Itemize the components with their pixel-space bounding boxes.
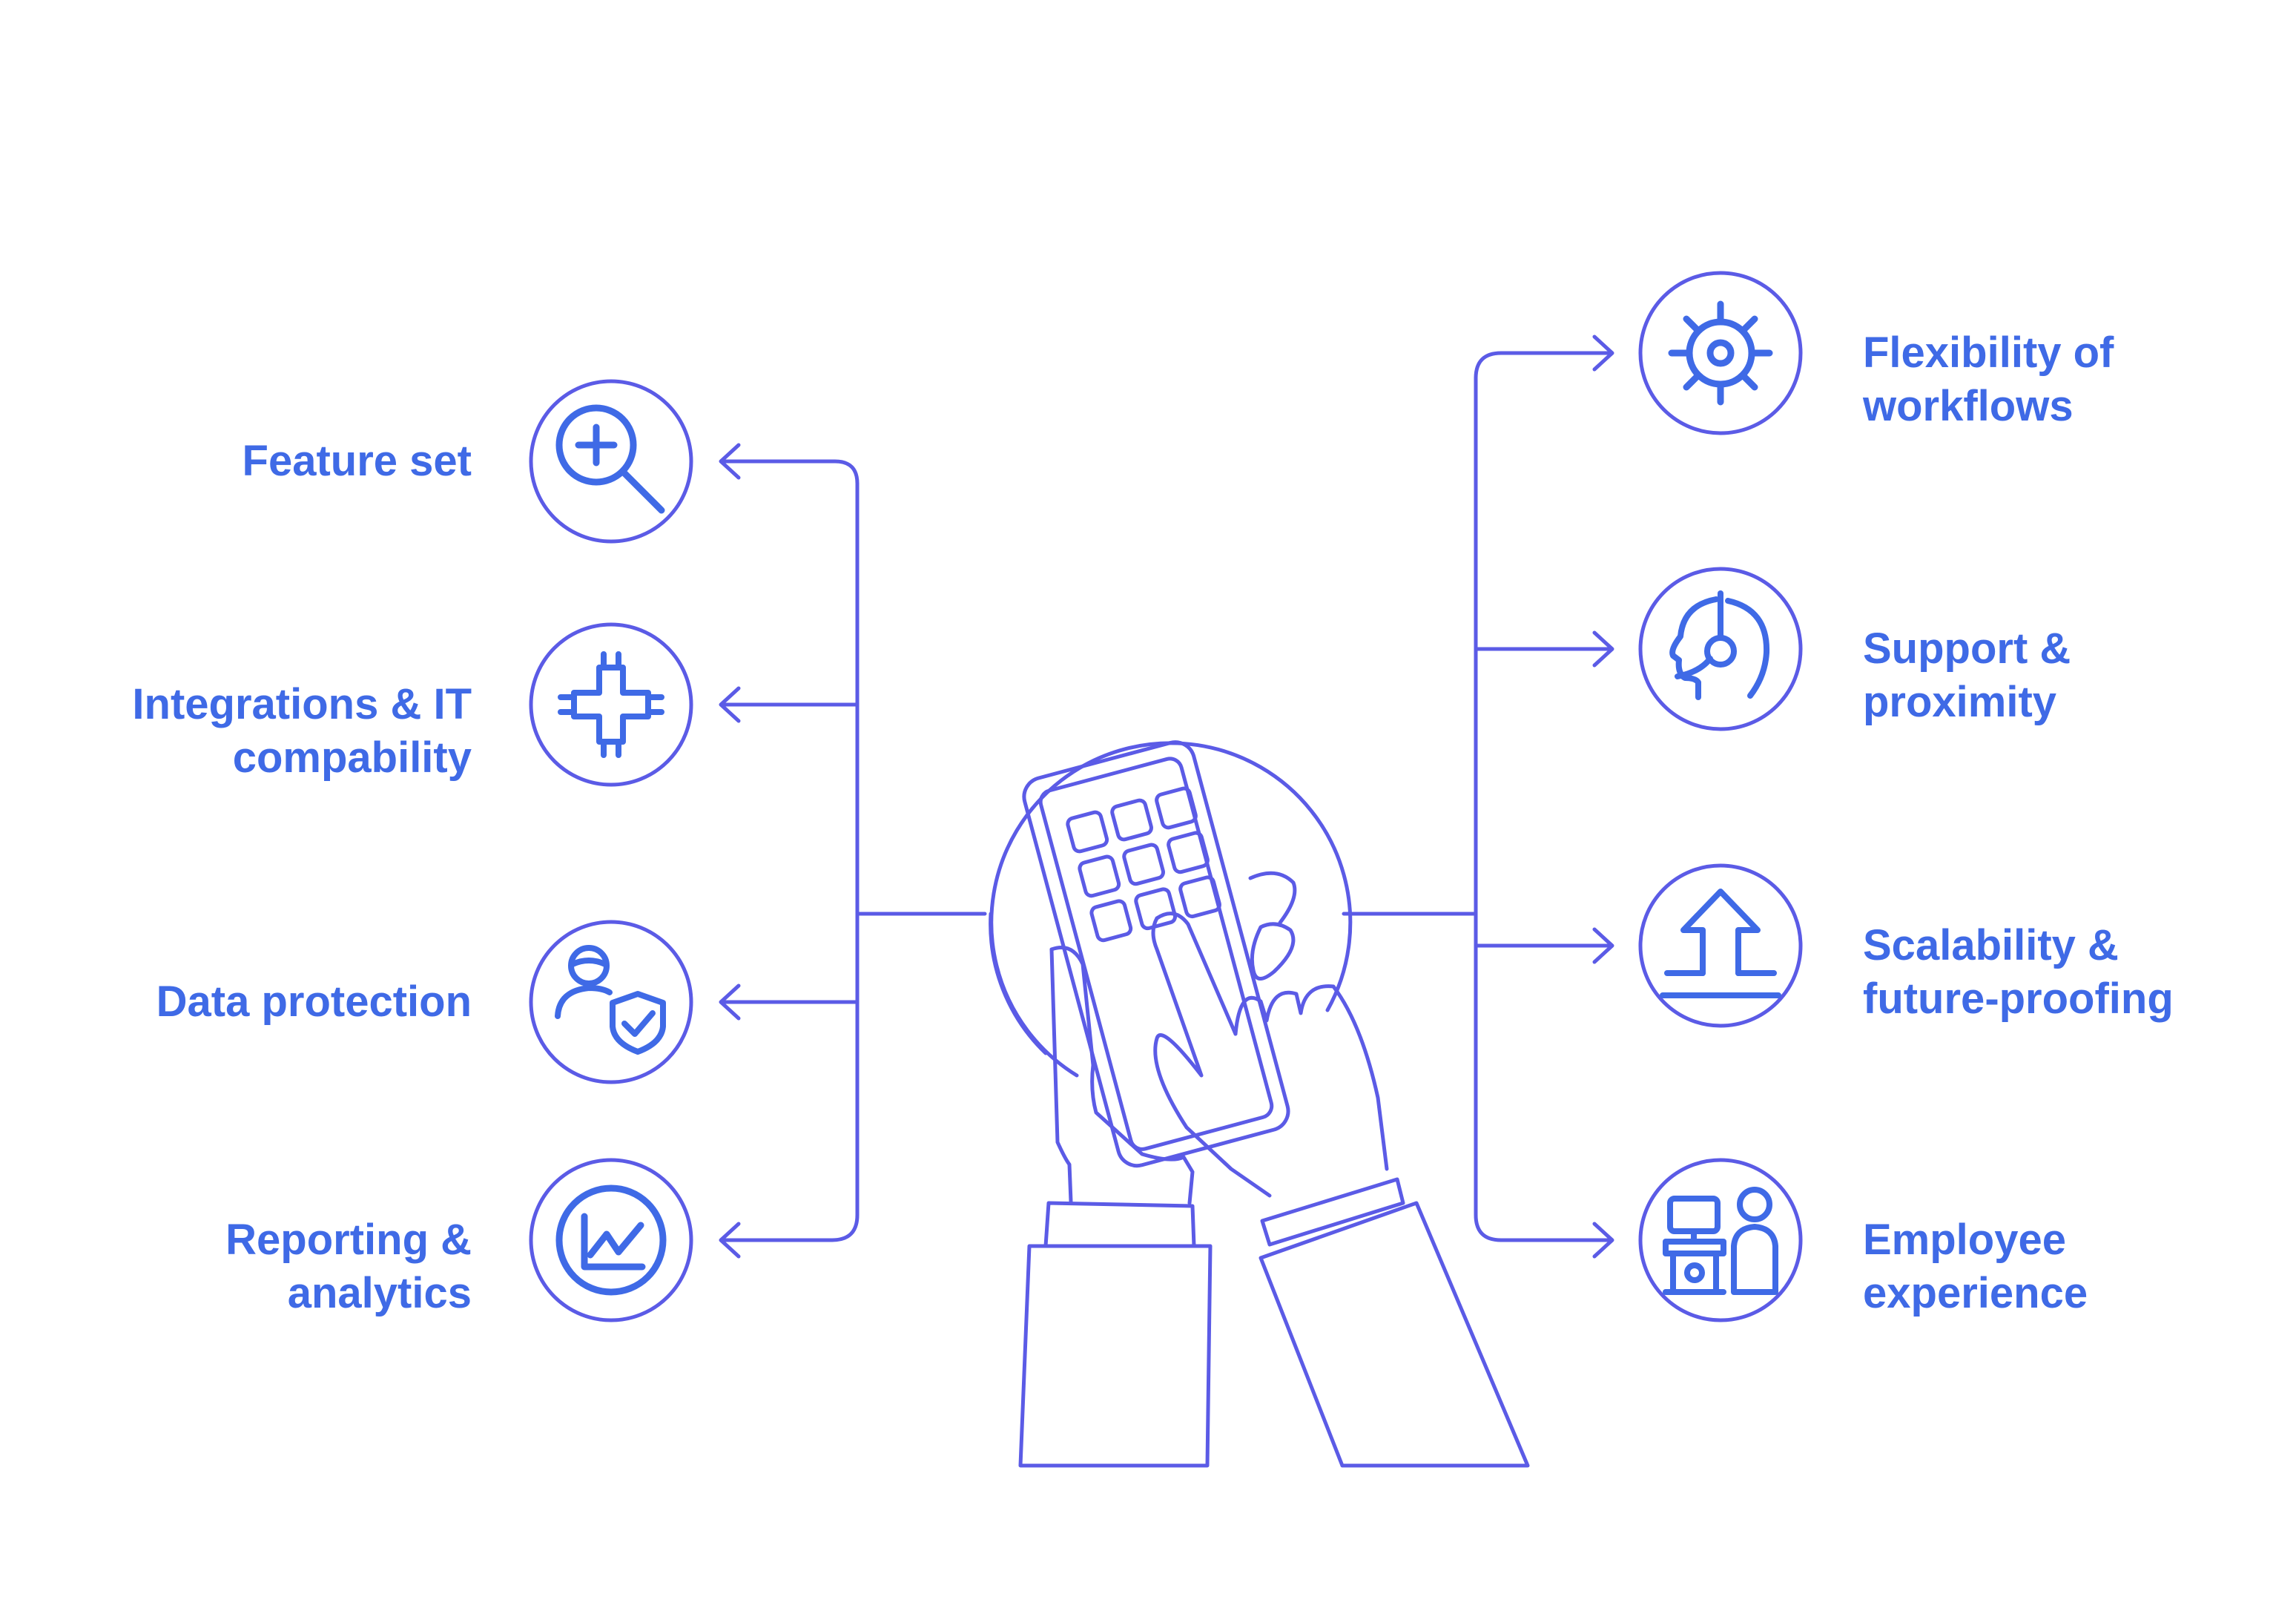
integrations-circle <box>529 622 693 787</box>
feature-set-circle <box>529 379 693 544</box>
flexibility-circle <box>1638 271 1803 435</box>
reporting-circle <box>529 1158 693 1322</box>
desk-person-icon <box>1663 1187 1778 1295</box>
line-chart-icon <box>555 1184 667 1296</box>
label-line: future-proofing <box>1863 975 2174 1023</box>
puzzle-connector-icon <box>558 651 664 758</box>
label-line: workflows <box>1863 382 2074 430</box>
connector-lines <box>719 335 1614 1259</box>
left-sleeve <box>1018 1244 1213 1468</box>
right-finger <box>1250 922 1296 981</box>
label-line: Support & <box>1863 625 2071 673</box>
label-line: Reporting & <box>225 1216 472 1264</box>
right-thumb <box>1248 871 1297 925</box>
gear-icon <box>1668 300 1773 406</box>
label-scalability: Scalability & future-proofing <box>1863 919 2174 1026</box>
data-protection-circle <box>529 920 693 1084</box>
label-flexibility: Flexibility of workflows <box>1863 326 2114 433</box>
employee-circle <box>1638 1158 1803 1322</box>
label-line: Scalability & <box>1863 921 2119 969</box>
icon-circles <box>529 271 1803 1322</box>
left-hand <box>1049 946 1195 1205</box>
left-palm <box>1049 947 1073 1204</box>
label-line: Employee <box>1863 1216 2066 1264</box>
label-feature-set: Feature set <box>243 435 472 488</box>
upload-arrow-icon <box>1660 889 1781 998</box>
label-line: analytics <box>287 1269 472 1317</box>
magnifier-plus-icon <box>555 404 665 514</box>
label-reporting: Reporting & analytics <box>225 1213 472 1320</box>
label-data-protection: Data protection <box>156 975 472 1029</box>
left-arrowheads <box>719 443 741 1259</box>
user-shield-icon <box>555 945 666 1055</box>
label-line: Data protection <box>156 978 472 1026</box>
headset-head-icon <box>1669 590 1770 700</box>
left-trunk <box>720 459 987 1242</box>
right-knuckles <box>1233 984 1389 1171</box>
label-support: Support & proximity <box>1863 622 2071 729</box>
label-line: Flexibility of <box>1863 329 2114 377</box>
right-trunk <box>1342 351 1613 1242</box>
right-cuff <box>1260 1177 1405 1247</box>
phone <box>1022 740 1290 1168</box>
right-hand-back <box>1151 916 1272 1198</box>
right-index-finger <box>1155 912 1238 1036</box>
right-sleeve <box>1258 1201 1530 1468</box>
label-line: compability <box>232 734 472 782</box>
support-circle <box>1638 567 1803 731</box>
phone-backdrop-circle-left <box>989 912 1048 1055</box>
label-line: experience <box>1863 1269 2088 1317</box>
label-integrations: Integrations & IT compability <box>132 678 472 785</box>
left-cuff <box>1043 1201 1196 1248</box>
hands-holding-phone-icon <box>989 740 1530 1468</box>
label-employee: Employee experience <box>1863 1213 2088 1320</box>
label-line: Feature set <box>242 437 472 485</box>
label-line: proximity <box>1863 678 2057 726</box>
label-line: Integrations & IT <box>132 680 472 728</box>
right-arrowheads <box>1592 335 1614 1259</box>
scalability-circle <box>1638 863 1803 1028</box>
